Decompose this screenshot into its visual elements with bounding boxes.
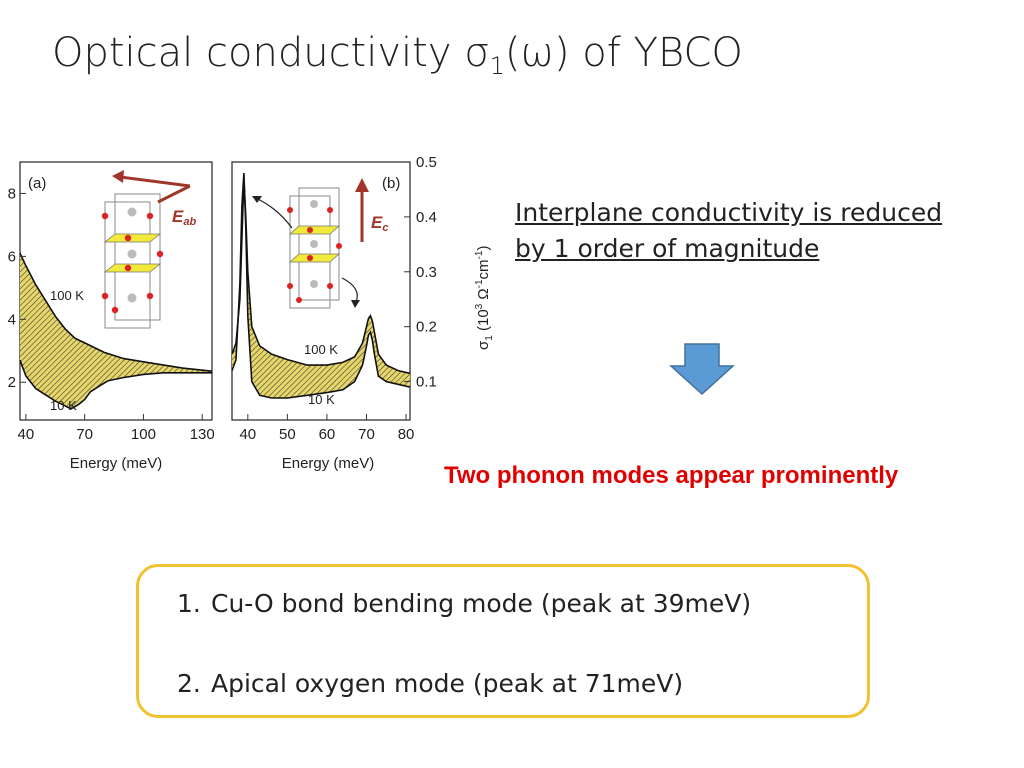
conductivity-figure: 40 70 100 130 2 4 6 8 (a) Energy (meV) 100 K 10… [8, 154, 495, 472]
callout-line-2: by 1 order of magnitude [515, 234, 820, 263]
panel-a-fill-between [20, 253, 212, 409]
title-tail: (ω) of YBCO [504, 30, 743, 76]
field-arrow-ab-icon [112, 170, 191, 204]
panel-b-y-tick-label-1: 0.2 [416, 319, 437, 336]
crystal-structure-icon [101, 193, 164, 329]
panel-a-ticks: 40 70 100 130 2 4 6 8 [8, 185, 215, 443]
title-main: Optical conductivity σ [52, 30, 490, 76]
panel-b-y-tick-label-3: 0.4 [416, 209, 437, 226]
panel-b-x-tick-label-4: 80 [398, 426, 415, 443]
panel-a-series-line-1 [19, 359, 212, 410]
panel-a-x-tick-label-0: 40 [18, 426, 35, 443]
mode-item-1: 1. Cu-O bond bending mode (peak at 39meV) [177, 589, 751, 618]
panel-b-x-tick-label-1: 50 [279, 426, 296, 443]
panel-b-ticks: 40 50 60 70 80 0.1 0.2 0.3 0.4 0.5 [239, 154, 436, 443]
callout-line-1: Interplane conductivity is reduced [515, 198, 943, 227]
panel-a-series-line-0 [19, 252, 213, 372]
panel-a-x-tick-label-3: 130 [190, 426, 215, 443]
panel-a-series-10k-label: 10 K [50, 398, 77, 413]
panel-a-xlabel: Energy (meV) [70, 455, 163, 472]
panel-a-y-tick-label-2: 6 [8, 248, 16, 265]
panel-b-series-100k-label: 100 K [304, 342, 338, 357]
panel-b-xlabel: Energy (meV) [282, 455, 375, 472]
mode-text-1: Cu-O bond bending mode (peak at 39meV) [211, 589, 752, 618]
interplane-callout: Interplane conductivity is reduced by 1 … [515, 195, 942, 267]
panel-a-plot [19, 252, 213, 410]
panel-a-label: (a) [28, 175, 46, 192]
panel-b-series-line-1 [231, 172, 411, 399]
panel-a-x-tick-label-1: 70 [76, 426, 93, 443]
panel-b-x-tick-label-3: 70 [358, 426, 375, 443]
panel-a-y-tick-label-1: 4 [8, 311, 16, 328]
mode-item-2: 2. Apical oxygen mode (peak at 71meV) [177, 669, 683, 698]
mode-pointer-71-head-icon [351, 300, 360, 308]
field-label-ab: Eab [172, 207, 196, 228]
panel-b-plot [231, 172, 411, 399]
panel-a: 40 70 100 130 2 4 6 8 (a) Energy (meV) 100 K 10… [8, 161, 215, 472]
panel-a-y-tick-label-0: 2 [8, 374, 16, 391]
field-arrow-c-icon [355, 178, 369, 242]
title-subscript: 1 [489, 52, 505, 80]
panel-b-y-tick-label-2: 0.3 [416, 264, 437, 281]
panel-b-ylabel: σ1 (103 Ω-1cm-1) [474, 246, 495, 350]
panel-a-y-tick-label-3: 8 [8, 185, 16, 202]
panel-a-series-100k-label: 100 K [50, 288, 84, 303]
modes-box: 1. Cu-O bond bending mode (peak at 39meV)… [136, 564, 870, 718]
panel-b-y-tick-label-4: 0.5 [416, 154, 437, 171]
panel-b-fill-between [232, 173, 410, 398]
mode-pointer-71-icon [341, 277, 358, 303]
panel-b-series-10k-label: 10 K [308, 392, 335, 407]
mode-pointer-39-head-icon [252, 196, 262, 203]
panel-b: 40 50 60 70 80 0.1 0.2 0.3 0.4 0.5 (b) Energy (me… [231, 154, 495, 472]
panel-b-x-tick-label-0: 40 [239, 426, 256, 443]
mode-text-2: Apical oxygen mode (peak at 71meV) [211, 669, 684, 698]
field-label-c: Ec [371, 213, 388, 234]
mode-number-1: 1. [177, 589, 201, 618]
panel-b-label: (b) [382, 175, 400, 192]
panel-a-x-tick-label-2: 100 [131, 426, 156, 443]
down-arrow-icon [669, 343, 735, 396]
mode-number-2: 2. [177, 669, 201, 698]
crystal-structure-b-icon [287, 187, 342, 309]
phonon-modes-heading: Two phonon modes appear prominently [444, 462, 899, 489]
slide-title: Optical conductivity σ1(ω) of YBCO [52, 30, 743, 80]
panel-b-x-tick-label-2: 60 [319, 426, 336, 443]
panel-b-y-tick-label-0: 0.1 [416, 374, 437, 391]
